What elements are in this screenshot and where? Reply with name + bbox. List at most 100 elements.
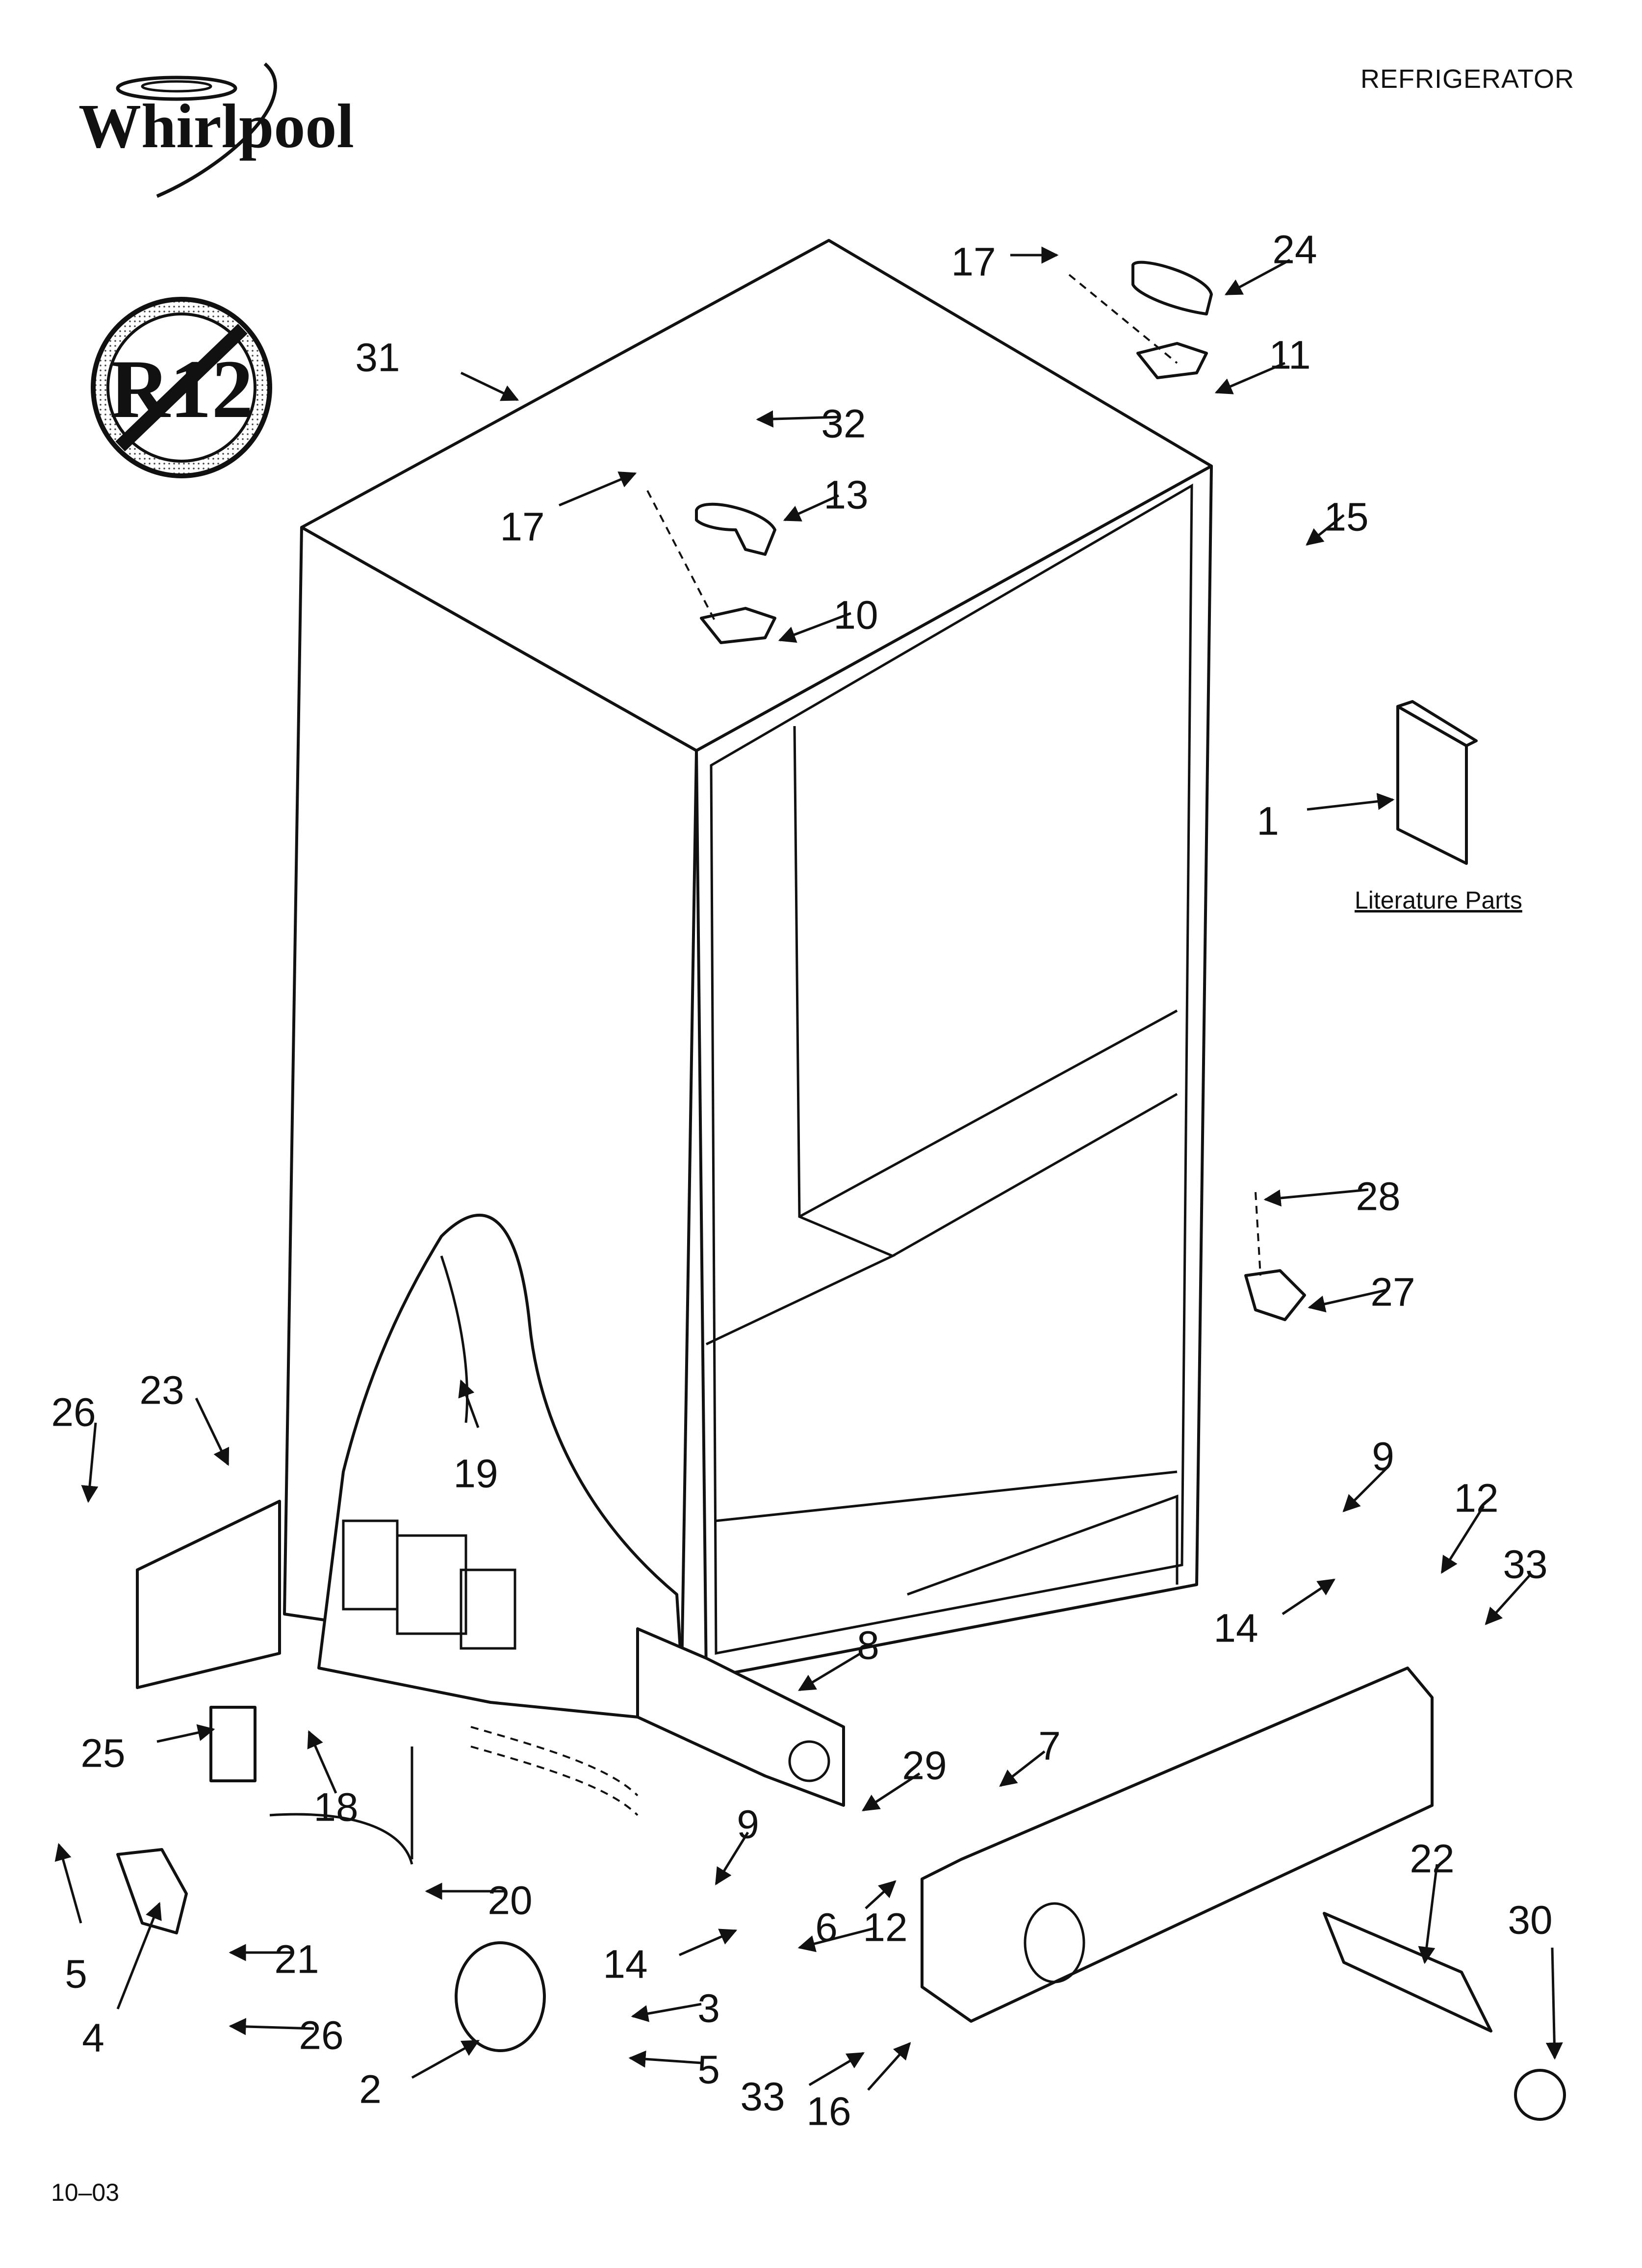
callout-label-c11: 11 [1269, 333, 1310, 378]
callout-label-c14a: 14 [1213, 1606, 1258, 1651]
callout-label-c32: 32 [821, 402, 866, 446]
callout-leader-c9a [1342, 1466, 1389, 1512]
callout-leader-c22 [1418, 1864, 1438, 1964]
callout-leader-c7 [999, 1750, 1046, 1787]
callout-leader-c33b [808, 2052, 865, 2086]
callout-leader-c14b [679, 1929, 738, 1956]
water-valve-tube [269, 1747, 413, 1865]
callout-label-c13: 13 [823, 473, 868, 518]
callout-leader-c8 [797, 1652, 862, 1692]
callout-label-c4: 4 [82, 2016, 104, 2060]
callout-label-c29: 29 [902, 1744, 947, 1788]
callout-leader-c2 [411, 2039, 480, 2079]
callout-leader-c5b [628, 2050, 702, 2068]
filter-cap-icon [1514, 2069, 1566, 2121]
callout-leader-c15 [1306, 514, 1345, 546]
cabinet-cutaway [317, 1214, 683, 1816]
callout-leader-c16 [867, 2042, 911, 2091]
prohibition-slash-icon [115, 323, 248, 452]
callout-leader-c19 [458, 1379, 480, 1428]
callout-label-c27: 27 [1370, 1270, 1415, 1315]
callout-leader-c28 [1263, 1188, 1369, 1207]
no-r12-badge: R12 [91, 297, 272, 478]
callout-leader-c31 [460, 371, 519, 401]
hinge-left [700, 607, 776, 644]
toe-grille [921, 1667, 1434, 2023]
callout-label-c26a: 26 [51, 1390, 96, 1435]
callout-label-c9a: 9 [1372, 1434, 1394, 1479]
callout-label-c9b: 9 [737, 1802, 759, 1847]
callout-leader-c23 [195, 1397, 230, 1466]
callout-label-c16: 16 [806, 2089, 851, 2134]
callout-label-c19: 19 [453, 1452, 498, 1496]
callout-label-c3: 3 [697, 1986, 720, 2031]
hinge-right [1136, 342, 1208, 379]
callout-label-c15: 15 [1324, 495, 1368, 540]
callout-leader-c25 [156, 1724, 215, 1743]
callout-leader-c24 [1224, 259, 1291, 296]
callout-leader-c18 [307, 1730, 337, 1794]
callout-label-c10: 10 [833, 593, 878, 638]
callout-label-c7: 7 [1038, 1724, 1061, 1769]
water-filter [1323, 1912, 1566, 2121]
callout-leader-c27 [1308, 1289, 1386, 1313]
callout-label-c2: 2 [359, 2067, 382, 2112]
callout-leader-c29 [862, 1772, 921, 1812]
callout-leader-c12a [1440, 1505, 1485, 1574]
callout-label-c18: 18 [313, 1785, 358, 1830]
callout-leader-c4 [116, 1902, 162, 2009]
whirlpool-logo: Whirlpool [78, 62, 354, 198]
door-closer-cam [1244, 1192, 1306, 1321]
callout-leader-c26b [229, 2018, 314, 2035]
callout-label-c28: 28 [1356, 1174, 1400, 1219]
top-hinge-assembly [646, 261, 1213, 644]
callout-label-c30: 30 [1508, 1898, 1552, 1943]
hinge-cover-right [1131, 261, 1213, 315]
product-title: REFRIGERATOR [1360, 64, 1574, 94]
callout-leader-c33a [1485, 1574, 1531, 1625]
hinge-cover-left [695, 502, 776, 556]
brand-wordmark: Whirlpool [78, 91, 354, 161]
callout-label-c21: 21 [274, 1937, 319, 1982]
callout-label-c17b: 17 [500, 505, 544, 549]
callout-label-c12a: 12 [1454, 1476, 1498, 1521]
callout-label-c8: 8 [857, 1623, 879, 1668]
callout-leader-c17b [559, 471, 637, 507]
callout-leader-c13 [783, 494, 840, 521]
callout-label-c25: 25 [80, 1731, 125, 1776]
callout-leader-c14a [1282, 1578, 1335, 1616]
callout-leader-c3 [631, 2003, 702, 2022]
ice-chute-duct [636, 1627, 845, 1807]
date-code: 10–03 [51, 2179, 120, 2206]
callout-leader-c11 [1214, 362, 1285, 394]
callout-leader-c6 [865, 1880, 897, 1909]
callout-label-c20: 20 [487, 1878, 532, 1923]
callout-label-c17a: 17 [951, 240, 996, 285]
callout-label-c26b: 26 [299, 2013, 343, 2058]
callout-label-c33a: 33 [1503, 1542, 1547, 1587]
literature-parts-label: Literature Parts [1355, 886, 1522, 914]
roller-assemblies [116, 1706, 546, 2052]
callout-leader-c32 [756, 410, 839, 428]
callout-label-c31: 31 [355, 336, 400, 380]
callout-label-c5b: 5 [697, 2048, 720, 2092]
callout-leader-c1 [1307, 793, 1395, 811]
callout-label-c5a: 5 [65, 1952, 87, 1997]
callout-label-c22: 22 [1410, 1837, 1454, 1881]
logo-swirl-icon [116, 76, 237, 101]
rear-access-panel [136, 1500, 281, 1689]
callout-label-c24: 24 [1272, 228, 1317, 272]
callout-label-c23: 23 [139, 1368, 184, 1413]
callout-label-c1: 1 [1257, 799, 1279, 844]
callout-leader-c12b [797, 1927, 876, 1953]
callout-leader-c9b [715, 1831, 749, 1885]
callout-leader-c30 [1545, 1947, 1563, 2060]
callout-leader-c26a [81, 1422, 99, 1503]
callout-label-c14b: 14 [603, 1942, 647, 1987]
callout-label-c12b: 12 [863, 1905, 907, 1950]
callout-label-c33b: 33 [740, 2075, 785, 2119]
literature-booklet-icon [1396, 700, 1478, 865]
